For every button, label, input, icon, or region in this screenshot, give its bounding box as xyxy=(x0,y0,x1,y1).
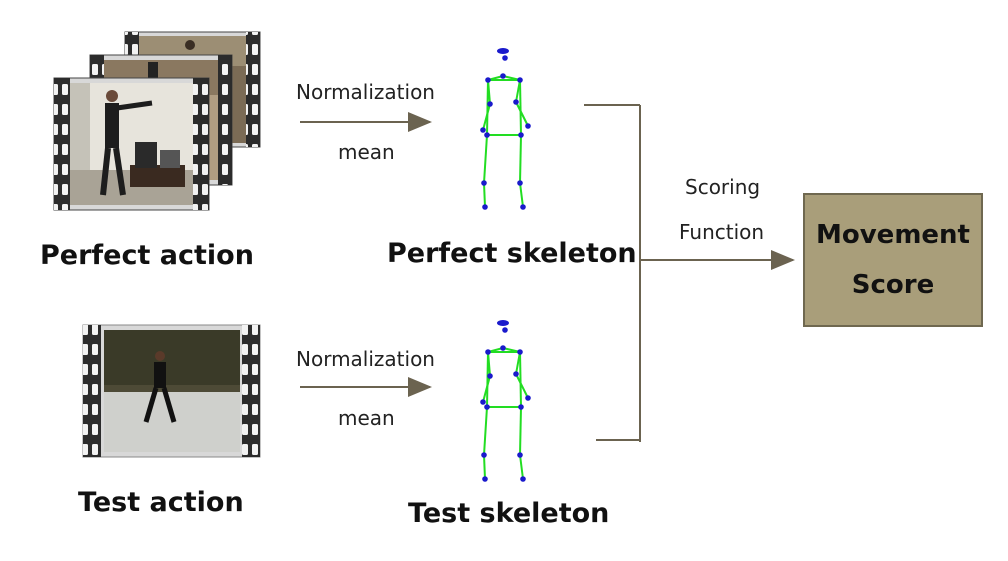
combine-bracket xyxy=(584,104,641,442)
skeleton-joint xyxy=(513,371,519,377)
perfect-action-film-stack xyxy=(53,31,261,211)
skeleton-joint xyxy=(518,404,524,410)
test-skeleton-figure xyxy=(480,320,531,482)
skeleton-joint xyxy=(517,180,523,186)
skeleton-joint xyxy=(520,204,526,210)
skeleton-joint xyxy=(513,99,519,105)
skeleton-joint xyxy=(481,180,487,186)
skeleton-bone xyxy=(483,134,488,184)
skeleton-joint xyxy=(517,349,523,355)
test-mean-label: mean xyxy=(338,406,395,430)
skeleton-joint xyxy=(480,399,486,405)
skeleton-bone xyxy=(519,351,522,408)
skeleton-head xyxy=(497,48,509,54)
movement-label: Movement xyxy=(816,220,970,250)
skeleton-joint xyxy=(480,127,486,133)
skeleton-joint xyxy=(520,476,526,482)
skeleton-bone xyxy=(519,182,524,208)
perfect-normalization-label: Normalization xyxy=(296,80,435,104)
perfect-mean-label: mean xyxy=(338,140,395,164)
skeleton-joint xyxy=(517,77,523,83)
skeleton-joint xyxy=(485,77,491,83)
perfect-skeleton-label: Perfect skeleton xyxy=(387,238,637,269)
skeleton-bone xyxy=(483,182,486,208)
skeleton-bone xyxy=(515,101,529,127)
skeleton-bone xyxy=(483,454,486,480)
skeleton-joint xyxy=(502,327,508,333)
film-strip-icon xyxy=(53,77,210,211)
skeleton-bone xyxy=(519,454,524,480)
skeleton-bone xyxy=(519,406,522,456)
movement-score-box: Movement Score xyxy=(803,193,983,327)
skeleton-joint xyxy=(482,476,488,482)
skeleton-joint xyxy=(487,373,493,379)
function-label: Function xyxy=(679,220,765,244)
skeleton-joint xyxy=(517,452,523,458)
skeleton-joint xyxy=(484,132,490,138)
skeleton-joint xyxy=(484,404,490,410)
skeleton-bone xyxy=(519,134,522,184)
test-action-label: Test action xyxy=(78,487,244,518)
skeleton-joint xyxy=(518,132,524,138)
skeleton-joint xyxy=(485,349,491,355)
test-action-film-strip xyxy=(82,324,261,458)
skeleton-joint xyxy=(482,204,488,210)
skeleton-joint xyxy=(500,73,506,79)
skeleton-head xyxy=(497,320,509,326)
perfect-skeleton-figure xyxy=(480,48,531,210)
skeleton-bone xyxy=(483,406,488,456)
skeleton-joint xyxy=(487,101,493,107)
skeleton-joint xyxy=(502,55,508,61)
skeleton-bone xyxy=(515,373,529,399)
scoring-label: Scoring xyxy=(685,175,761,199)
perfect-action-label: Perfect action xyxy=(40,240,254,271)
score-label: Score xyxy=(851,270,935,300)
skeleton-joint xyxy=(481,452,487,458)
test-skeleton-label: Test skeleton xyxy=(408,498,610,529)
skeleton-joint xyxy=(525,395,531,401)
skeleton-bone xyxy=(486,351,489,408)
film-strip-icon xyxy=(82,324,261,458)
skeleton-joint xyxy=(525,123,531,129)
test-normalization-label: Normalization xyxy=(296,347,435,371)
skeleton-bone xyxy=(486,79,489,136)
skeleton-joint xyxy=(500,345,506,351)
skeleton-bone xyxy=(519,79,522,136)
